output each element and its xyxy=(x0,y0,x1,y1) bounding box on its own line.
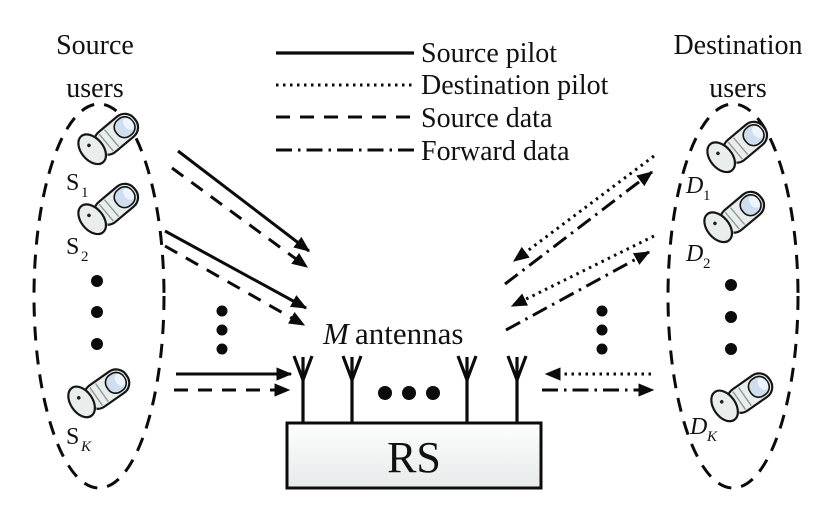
source-user-label-1: S 1 xyxy=(66,170,89,201)
destination-group-ellipse xyxy=(666,102,800,490)
label-dk-base: D xyxy=(689,414,707,440)
dot xyxy=(596,324,608,336)
label-d2-sub: 2 xyxy=(703,256,711,272)
source-user-label-k: S K xyxy=(66,424,92,455)
destination-user-label-2: D 2 xyxy=(685,241,711,272)
label-s2-sub: 2 xyxy=(81,249,89,265)
destination-pilot-arrow-2 xyxy=(510,234,655,308)
dot xyxy=(596,305,608,317)
dot xyxy=(725,279,737,291)
destination-title-line2: users xyxy=(709,73,767,104)
antenna-ellipsis-dots xyxy=(378,386,440,400)
label-d1-base: D xyxy=(685,173,703,199)
dot xyxy=(378,386,392,400)
source-data-arrow-2 xyxy=(164,244,306,327)
forward-data-arrow-2 xyxy=(505,250,651,332)
destination-user-label-k: D K xyxy=(689,414,718,445)
antenna-icon xyxy=(456,355,478,423)
dot xyxy=(402,386,416,400)
antenna-count-label: M antennas xyxy=(322,316,463,351)
mid-left-ellipsis-dots xyxy=(216,305,228,355)
antenna-word: antennas xyxy=(355,316,463,351)
forward-data-arrow-1 xyxy=(504,170,654,286)
source-group-ellipse xyxy=(32,102,166,490)
source-pilot-arrow-2 xyxy=(164,229,308,310)
label-s1-sub: 1 xyxy=(81,185,89,201)
source-title-line2: users xyxy=(66,73,124,104)
rs-label: RS xyxy=(387,433,441,482)
phone-icon-sk xyxy=(61,357,136,424)
source-pilot-arrow-1 xyxy=(177,149,311,253)
dot xyxy=(426,386,440,400)
destination-users-title: Destination users xyxy=(673,30,802,104)
destination-title-line1: Destination xyxy=(673,30,802,61)
dot xyxy=(725,311,737,323)
legend-label-source-pilot: Source pilot xyxy=(421,38,557,69)
dot xyxy=(725,343,737,355)
destination-relay-arrows xyxy=(504,154,655,397)
rs-box xyxy=(285,421,543,490)
legend-label-destination-pilot: Destination pilot xyxy=(421,70,609,101)
source-user-label-2: S 2 xyxy=(66,234,89,265)
dot xyxy=(91,338,103,350)
source-ellipsis-dots xyxy=(91,275,103,350)
phone-icon-s2 xyxy=(71,171,145,241)
relay-antennas xyxy=(292,355,528,423)
dot xyxy=(216,324,228,336)
dot xyxy=(216,343,228,355)
source-to-relay-arrows xyxy=(164,149,311,397)
destination-ellipsis-dots xyxy=(725,279,737,355)
source-data-arrow-1 xyxy=(171,166,309,269)
dot xyxy=(91,275,103,287)
mid-right-ellipsis-dots xyxy=(596,305,608,355)
label-d2-base: D xyxy=(685,241,703,267)
destination-user-label-1: D 1 xyxy=(685,173,711,204)
destination-pilot-arrow-1 xyxy=(512,154,655,263)
antenna-icon xyxy=(506,355,528,423)
legend: Source pilot Destination pilot Source da… xyxy=(276,38,609,167)
dot xyxy=(91,306,103,318)
label-s2-base: S xyxy=(66,234,79,260)
source-title-line1: Source xyxy=(56,30,134,61)
source-users-title: Source users xyxy=(56,30,134,104)
antenna-icon xyxy=(341,355,363,423)
legend-label-source-data: Source data xyxy=(421,103,553,134)
label-sk-base: S xyxy=(66,424,79,450)
dot xyxy=(216,305,228,317)
phone-icon-dk xyxy=(704,361,779,428)
antenna-icon xyxy=(292,355,314,423)
label-d1-sub: 1 xyxy=(703,188,711,204)
phone-icon-s1 xyxy=(71,101,145,171)
label-dk-sub: K xyxy=(706,429,718,445)
dot xyxy=(596,343,608,355)
label-s1-base: S xyxy=(66,170,79,196)
antenna-count-symbol: M xyxy=(322,316,351,351)
label-sk-sub: K xyxy=(80,439,92,455)
legend-label-forward-data: Forward data xyxy=(421,136,570,167)
